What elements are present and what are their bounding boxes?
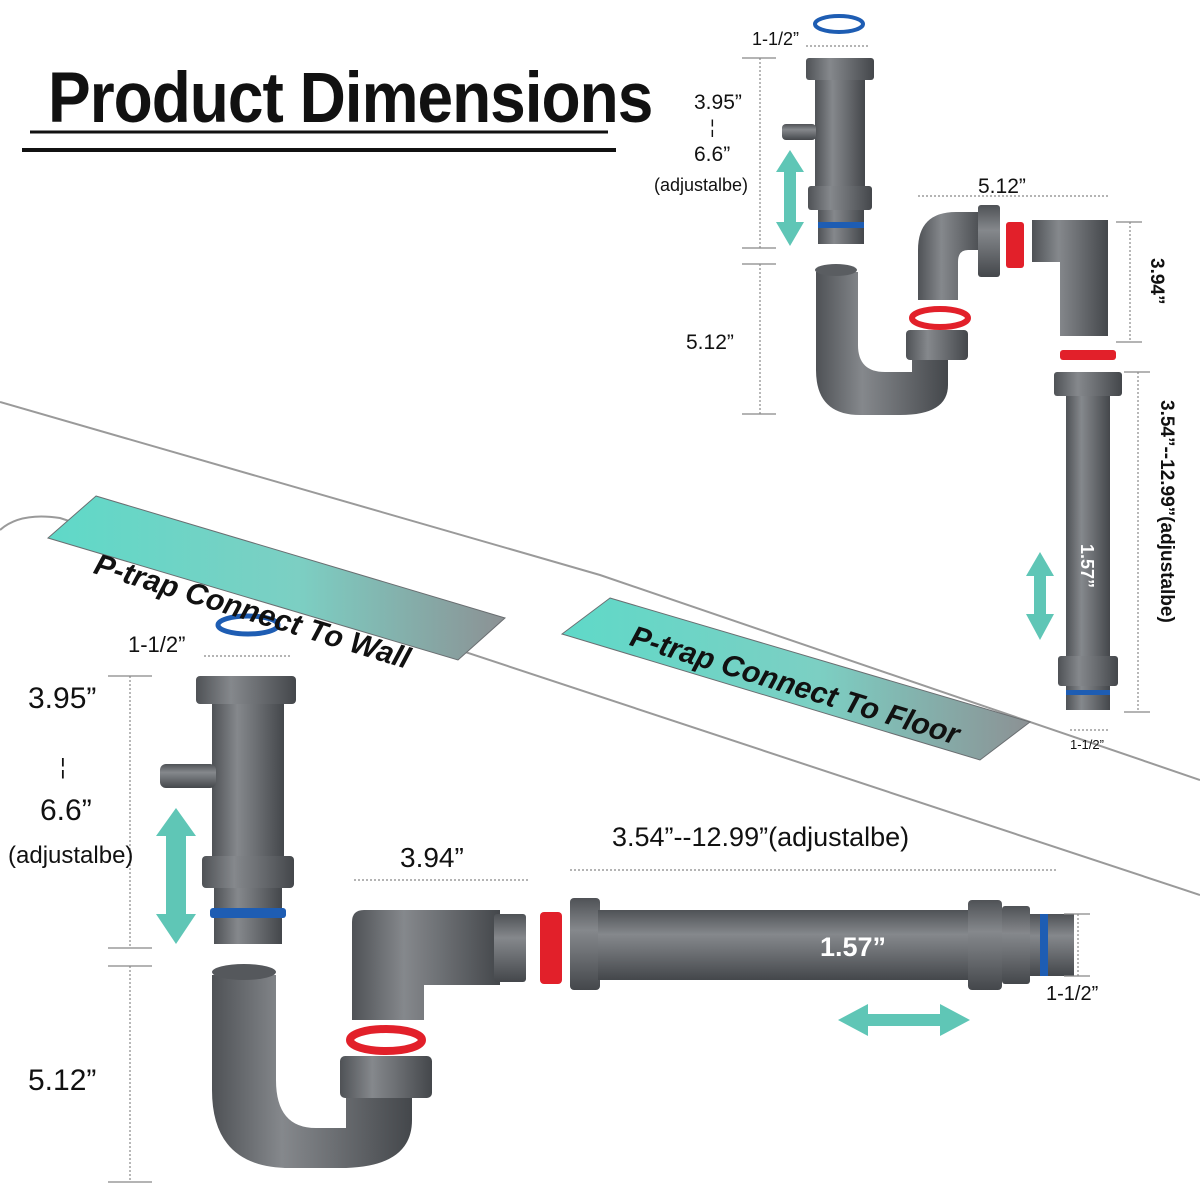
wall-top-diameter: 1-1/2” bbox=[128, 632, 186, 657]
floor-elbow-height: 3.94” bbox=[1146, 258, 1167, 305]
wall-trap-assembly bbox=[160, 613, 1074, 1168]
banner-wall bbox=[46, 495, 507, 661]
floor-height-sep: ¦ bbox=[710, 117, 715, 137]
wall-pipe-length: 3.54”--12.99”(adjustalbe) bbox=[612, 822, 910, 852]
wall-height-note: (adjustalbe) bbox=[8, 842, 134, 869]
floor-elbow-width: 5.12” bbox=[978, 175, 1026, 198]
wall-height-sep: ¦ bbox=[60, 754, 66, 779]
wall-bend-height: 5.12” bbox=[28, 1064, 97, 1097]
washer-red bbox=[909, 306, 971, 330]
floor-bend-height: 5.12” bbox=[686, 331, 734, 354]
floor-height-max: 6.6” bbox=[694, 143, 731, 166]
page-title: Product Dimensions bbox=[48, 57, 653, 138]
floor-adjust-arrow bbox=[776, 150, 1054, 640]
wall-height-max: 6.6” bbox=[40, 794, 92, 827]
wall-elbow-width: 3.94” bbox=[400, 842, 464, 873]
floor-height-min: 3.95” bbox=[694, 91, 742, 114]
floor-trap-assembly bbox=[782, 14, 1122, 710]
washer-blue bbox=[813, 14, 865, 34]
washer-red bbox=[346, 1025, 426, 1055]
title-underline bbox=[22, 130, 616, 152]
wall-adjust-arrow bbox=[156, 808, 970, 1036]
banner-floor bbox=[560, 597, 1032, 761]
wall-dimension-lines bbox=[108, 655, 1090, 1183]
wall-pipe-inner: 1.57” bbox=[820, 932, 887, 962]
washer-blue bbox=[215, 613, 281, 637]
floor-top-diameter: 1-1/2” bbox=[752, 29, 800, 49]
floor-drop-inner: 1.57” bbox=[1077, 544, 1097, 589]
section-divider bbox=[0, 401, 1200, 896]
floor-height-note: (adjustalbe) bbox=[654, 175, 749, 195]
floor-drop-bottom: 1-1/2” bbox=[1070, 737, 1104, 752]
wall-pipe-end: 1-1/2” bbox=[1046, 983, 1099, 1005]
floor-drop-length: 3.54”--12.99”(adjustalbe) bbox=[1156, 400, 1177, 623]
floor-dimension-lines bbox=[742, 45, 1150, 731]
wall-height-min: 3.95” bbox=[28, 682, 97, 715]
